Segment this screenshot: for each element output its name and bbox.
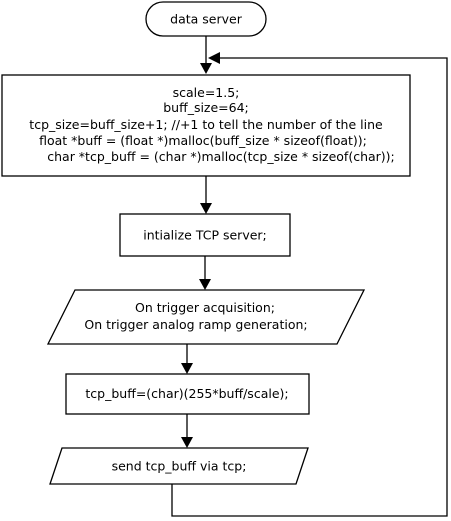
tcp-init-label: intialize TCP server; [143, 228, 267, 243]
edge-acquisition-to-convert [181, 344, 193, 374]
arrowhead [199, 279, 211, 290]
init-line-2: buff_size=64; [163, 100, 249, 115]
init-line-1: scale=1.5; [173, 85, 240, 100]
arrowhead [181, 363, 193, 374]
convert-node: tcp_buff=(char)(255*buff/scale); [65, 373, 310, 415]
convert-label: tcp_buff=(char)(255*buff/scale); [85, 386, 288, 401]
tcp-init-node: intialize TCP server; [119, 213, 291, 257]
start-node: data server [145, 1, 267, 37]
send-label: send tcp_buff via tcp; [112, 459, 247, 474]
edge-loop-back [171, 52, 448, 517]
start-node-label: data server [170, 12, 243, 27]
arrowhead [181, 437, 193, 448]
send-shape [49, 447, 309, 485]
init-line-4: float *buff = (float *)malloc(buff_size … [39, 133, 367, 148]
init-line-5: char *tcp_buff = (char *)malloc(tcp_size… [47, 149, 395, 164]
edge-tcp-to-acquisition [199, 256, 211, 290]
arrowhead [200, 203, 212, 214]
acquisition-shape [46, 289, 366, 345]
tcp-init-shape [119, 213, 291, 257]
init-line-3: tcp_size=buff_size+1; //+1 to tell the n… [29, 117, 383, 132]
edge-start-to-init [200, 36, 212, 74]
arrowhead [200, 63, 212, 74]
acquisition-node: On trigger acquisition; On trigger analo… [46, 289, 366, 345]
acquisition-line-2: On trigger analog ramp generation; [84, 317, 307, 332]
edge-convert-to-send [181, 414, 193, 448]
acquisition-line-1: On trigger acquisition; [135, 300, 275, 315]
arrowhead [208, 52, 220, 64]
edge-init-to-tcp [200, 176, 212, 214]
init-block: scale=1.5; buff_size=64; tcp_size=buff_s… [1, 74, 411, 177]
send-node: send tcp_buff via tcp; [49, 447, 309, 485]
